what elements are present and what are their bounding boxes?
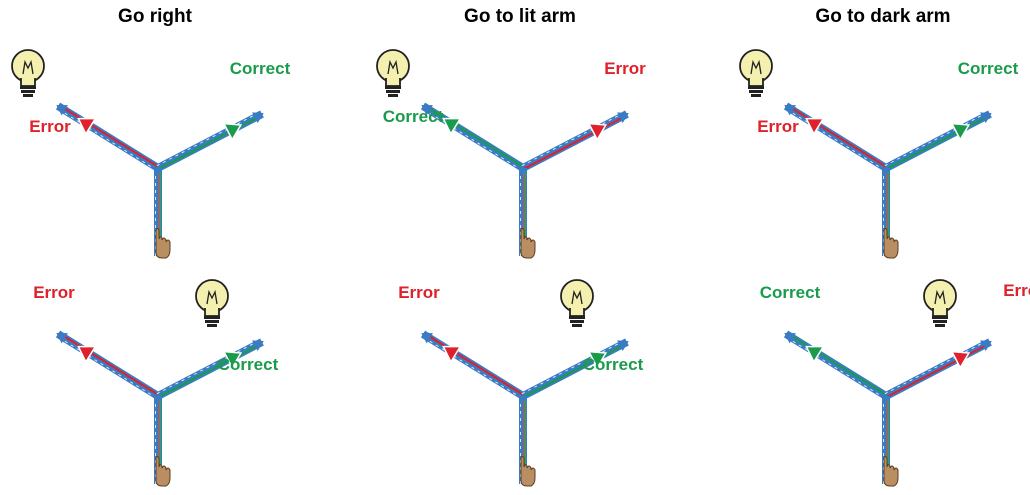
right-outcome-marker — [222, 122, 243, 142]
column-title-go-right: Go right — [118, 6, 192, 27]
right-arm — [521, 110, 629, 172]
left-outcome-label: Correct — [760, 283, 821, 302]
left-arm-tip — [56, 104, 68, 116]
hand-icon — [520, 456, 536, 487]
left-arm — [420, 330, 526, 400]
right-outcome-label: Correct — [218, 355, 279, 374]
left-arm — [55, 102, 161, 172]
hand-icon — [155, 456, 171, 487]
left-outcome-label: Correct — [383, 107, 444, 126]
right-outcome-marker — [950, 350, 971, 370]
right-arm-tip — [617, 340, 629, 352]
right-arm-tip — [617, 112, 629, 124]
left-outcome-marker — [77, 345, 97, 364]
left-outcome-marker — [77, 117, 97, 136]
left-outcome-label: Error — [757, 117, 799, 136]
left-outcome-label: Error — [29, 117, 71, 136]
right-outcome-marker — [587, 122, 608, 142]
light-bulb-icon — [376, 49, 410, 97]
column-title-go-to-dark-arm: Go to dark arm — [815, 6, 951, 27]
right-arm-tip — [980, 112, 992, 124]
left-outcome-label: Error — [33, 283, 75, 302]
light-bulb-icon — [560, 279, 594, 327]
right-outcome-marker — [587, 350, 608, 370]
left-arm-tip — [421, 332, 433, 344]
right-arm — [156, 110, 264, 172]
left-arm-tip — [784, 104, 796, 116]
left-arm-tip — [56, 332, 68, 344]
right-outcome-label: Correct — [230, 59, 291, 78]
y-maze-panel: Error Correct — [11, 49, 291, 259]
column-title-go-to-lit-arm: Go to lit arm — [464, 6, 576, 27]
y-maze-panel: Correct Error — [376, 49, 646, 259]
left-arm-tip — [784, 332, 796, 344]
light-bulb-icon — [739, 49, 773, 97]
left-arm-tip — [421, 104, 433, 116]
right-arm-tip — [252, 112, 264, 124]
left-outcome-marker — [442, 345, 462, 364]
light-bulb-icon — [195, 279, 229, 327]
left-outcome-marker — [805, 117, 825, 136]
hand-icon — [520, 228, 536, 259]
right-arm — [884, 110, 992, 172]
y-maze-panel: Correct Error — [760, 279, 1030, 487]
right-arm — [884, 338, 992, 400]
left-arm — [55, 330, 161, 400]
light-bulb-icon — [923, 279, 957, 327]
right-outcome-label: Error — [1003, 281, 1030, 300]
right-outcome-label: Correct — [958, 59, 1019, 78]
right-outcome-marker — [222, 350, 243, 370]
right-arm-tip — [980, 340, 992, 352]
left-outcome-label: Error — [398, 283, 440, 302]
hand-icon — [155, 228, 171, 259]
right-arm-tip — [252, 340, 264, 352]
hand-icon — [883, 228, 899, 259]
left-outcome-marker — [805, 345, 825, 364]
left-arm — [783, 330, 889, 400]
left-outcome-marker — [442, 117, 462, 136]
left-arm — [783, 102, 889, 172]
y-maze-panel: Error Correct — [739, 49, 1019, 259]
right-outcome-label: Error — [604, 59, 646, 78]
hand-icon — [883, 456, 899, 487]
right-outcome-marker — [950, 122, 971, 142]
light-bulb-icon — [11, 49, 45, 97]
right-outcome-label: Correct — [583, 355, 644, 374]
